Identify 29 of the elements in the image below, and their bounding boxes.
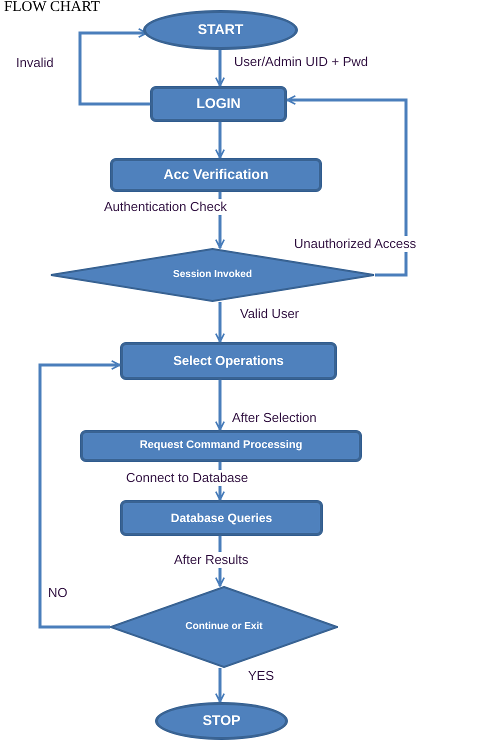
node-label: Acc Verification bbox=[162, 166, 270, 184]
edge-label: Unauthorized Access bbox=[292, 236, 418, 252]
node-label: Session Invoked bbox=[172, 268, 253, 282]
process-box bbox=[80, 430, 362, 462]
decision-diamond bbox=[50, 248, 375, 302]
arrow bbox=[78, 28, 150, 106]
edge-label: Connect to Database bbox=[124, 470, 250, 486]
node-label: Continue or Exit bbox=[184, 620, 264, 634]
node-label: Request Command Processing bbox=[138, 439, 304, 453]
arrow bbox=[215, 122, 225, 159]
node-label: Database Queries bbox=[170, 510, 274, 526]
process-box bbox=[120, 500, 323, 536]
node-label: STOP bbox=[202, 712, 242, 730]
arrow bbox=[215, 668, 225, 703]
edge-label: Authentication Check bbox=[102, 199, 229, 216]
edge-label: After Results bbox=[172, 552, 250, 568]
arrow bbox=[38, 360, 121, 628]
process-box bbox=[110, 158, 322, 192]
arrow bbox=[215, 50, 225, 87]
process-box bbox=[150, 86, 287, 122]
arrow bbox=[286, 95, 408, 276]
process-box bbox=[120, 342, 337, 380]
node-label: LOGIN bbox=[195, 95, 242, 113]
node-label: Select Operations bbox=[172, 352, 285, 370]
decision-diamond bbox=[110, 586, 338, 668]
title: FLOW CHART bbox=[4, 0, 100, 15]
arrow bbox=[215, 302, 225, 343]
arrow bbox=[215, 380, 225, 431]
node-label: START bbox=[196, 21, 244, 39]
